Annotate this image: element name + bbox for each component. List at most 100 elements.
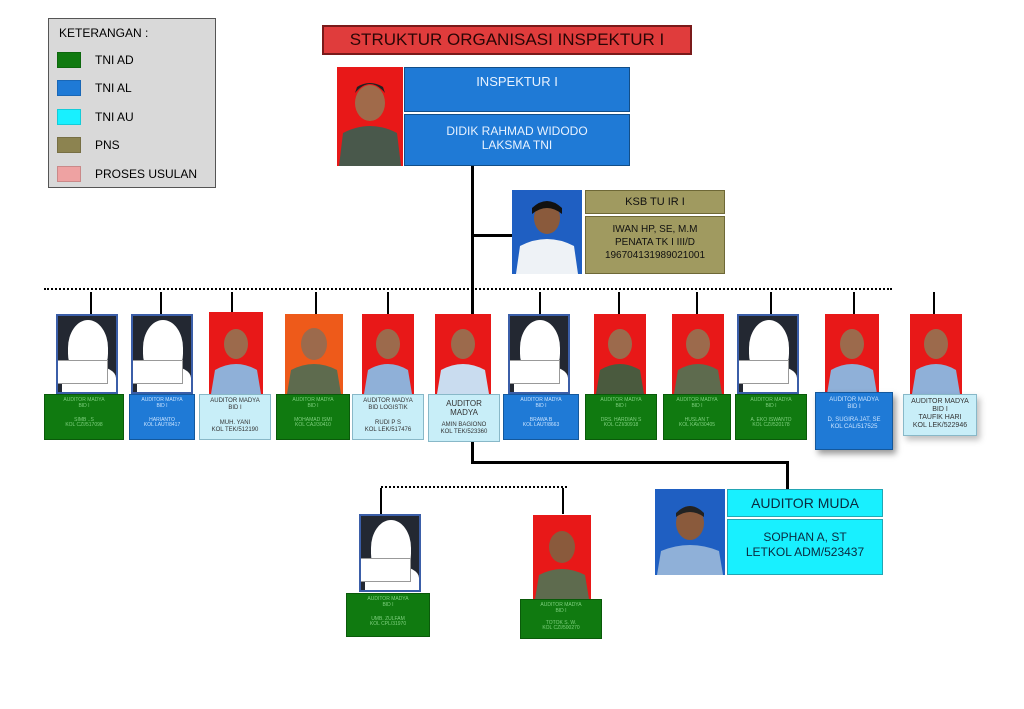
inspektur-position: INSPEKTUR I <box>404 67 630 112</box>
auditor-card: AUDITOR MADYA BID I D. SUGIRA JAT, SE KO… <box>815 392 893 450</box>
placeholder-label <box>133 360 183 384</box>
card-name: SIMB ..S <box>74 416 94 423</box>
legend-swatch <box>57 137 81 153</box>
card-rank: KOL LEK/517476 <box>364 426 412 433</box>
auditor-card: AUDITOR MADYA BID I HUSLAN T KOL KAV/304… <box>663 394 731 440</box>
auditor-card: AUDITOR MADYA BID I UMB. ZULFAM KOL CPL/… <box>346 593 430 637</box>
drop-connector <box>387 292 389 314</box>
card-bid: BID I <box>847 403 861 410</box>
card-bid: BID I <box>765 402 777 409</box>
card-position: AUDITOR MADYA <box>210 398 260 404</box>
inspektur-info-box: DIDIK RAHMAD WIDODO LAKSMA TNI <box>404 114 630 166</box>
card-position: AUDITOR MADYA <box>141 397 183 403</box>
inspektur-photo <box>337 67 403 166</box>
drop-connector <box>539 292 541 314</box>
auditor-card: AUDITOR MADYA AMIN BAGIONO KOL TEK/52336… <box>428 394 500 442</box>
legend-swatch <box>57 166 81 182</box>
placeholder-photo <box>359 514 421 592</box>
auditor-photo <box>910 314 962 394</box>
person-icon <box>364 329 412 394</box>
legend-item-proses-usulan: PROSES USULAN <box>57 165 197 183</box>
ksb-rank: PENATA TK I III/D <box>614 237 696 248</box>
placeholder-photo <box>508 314 570 394</box>
auditor-card: AUDITOR MADYA BID I A. EKO ISWANTO KOL C… <box>735 394 807 440</box>
drop-connector <box>380 488 382 514</box>
card-position: AUDITOR MADYA <box>540 602 582 608</box>
person-icon <box>287 328 341 394</box>
card-name: D. SUGIRA JAT, SE <box>827 416 881 423</box>
card-position: AUDITOR <box>446 399 482 408</box>
person-icon <box>657 506 723 575</box>
card-rank: KOL TEK/523360 <box>440 429 488 436</box>
card-bid: BID I <box>932 406 948 414</box>
person-icon <box>827 329 877 394</box>
auditor-card: AUDITOR MADYA BID I TOTOK S. W. KOL CZI/… <box>520 599 602 639</box>
drop-connector <box>933 292 935 314</box>
card-name: BRAWA B <box>529 416 553 423</box>
drop-connector <box>315 292 317 314</box>
auditor-card: AUDITOR MADYA BID I BRAWA B KOL LAUT/866… <box>503 394 579 440</box>
card-bid: BID I <box>78 402 90 409</box>
card-bid: BID I <box>307 402 319 409</box>
inspektur-rank: LAKSMA TNI <box>481 138 553 152</box>
card-rank: KOL CPL/31970 <box>369 621 407 628</box>
person-icon <box>437 329 489 394</box>
person-icon <box>516 201 578 274</box>
card-name: UMB. ZULFAM <box>371 615 405 622</box>
drop-connector <box>160 292 162 314</box>
card-rank: KOL CAL/517525 <box>830 423 878 430</box>
legend-label: TNI AD <box>95 53 134 67</box>
card-rank: KOL CZI/520178 <box>752 422 790 429</box>
card-name: RUDI P S <box>375 419 401 426</box>
auditor-card: AUDITOR MADYA BID I MOHAMAD ISMI KOL CAJ… <box>276 394 350 440</box>
card-position: AUDITOR MADYA <box>676 397 718 403</box>
card-bid: BID I <box>535 402 547 409</box>
person-icon <box>596 329 644 394</box>
muda-rank: LETKOL ADM/523437 <box>745 545 865 559</box>
drop-connector <box>562 488 564 514</box>
legend-swatch <box>57 80 81 96</box>
placeholder-photo <box>737 314 799 394</box>
auditor-photo <box>533 515 591 599</box>
card-bid: BID I <box>555 607 567 614</box>
muda-info-box: SOPHAN A, ST LETKOL ADM/523437 <box>727 519 883 575</box>
legend-item-pns: PNS <box>57 136 120 154</box>
auditor-photo <box>594 314 646 394</box>
auditor-card: AUDITOR MADYA BID I MUH. YANI KOL TEK/51… <box>199 394 271 440</box>
person-icon <box>535 531 589 599</box>
auditor-photo <box>672 314 724 394</box>
legend-label: TNI AL <box>95 81 132 95</box>
auditor-photo <box>825 314 879 394</box>
inspektur-name: DIDIK RAHMAD WIDODO <box>446 124 588 138</box>
ksb-info-box: IWAN HP, SE, M.M PENATA TK I III/D 19670… <box>585 216 725 274</box>
drop-connector <box>618 292 620 314</box>
drop-connector <box>231 292 233 314</box>
card-bid: BID I <box>691 402 703 409</box>
legend: KETERANGAN : TNI AD TNI AL TNI AU PNS PR… <box>48 18 216 188</box>
card-position: AUDITOR MADYA <box>750 397 792 403</box>
card-name: DRS. HARDIAN S <box>600 416 642 423</box>
auditor-card: AUDITOR MADYA BID LOGISTIK RUDI P S KOL … <box>352 394 424 440</box>
card-bid: BID I <box>156 402 168 409</box>
card-rank: KOL TEK/512190 <box>211 426 259 433</box>
card-position: AUDITOR MADYA <box>600 397 642 403</box>
auditor-photo <box>362 314 414 394</box>
card-rank: KOL LEK/522946 <box>912 422 968 430</box>
muda-photo <box>655 489 725 575</box>
ksb-position: KSB TU IR I <box>585 190 725 214</box>
drop-connector <box>770 292 772 314</box>
card-rank: KOL CZI/500270 <box>542 625 580 632</box>
lower-dotted-line <box>381 486 567 488</box>
card-rank: KOL CAJ/30410 <box>295 422 331 429</box>
ksb-connector <box>471 234 513 237</box>
card-position: AUDITOR MADYA <box>367 596 409 602</box>
auditor-row-dotted-line <box>44 288 892 290</box>
card-rank: KOL CZI/517098 <box>65 422 103 429</box>
placeholder-label <box>510 360 560 384</box>
card-position: AUDITOR MADYA <box>829 397 879 403</box>
muda-name: SOPHAN A, ST <box>763 530 847 544</box>
card-position: AUDITOR MADYA <box>63 397 105 403</box>
card-rank: KOL CZI/30918 <box>603 422 639 429</box>
card-name: TAUFIK HARI <box>918 414 962 422</box>
card-bid: BID I <box>228 404 242 411</box>
